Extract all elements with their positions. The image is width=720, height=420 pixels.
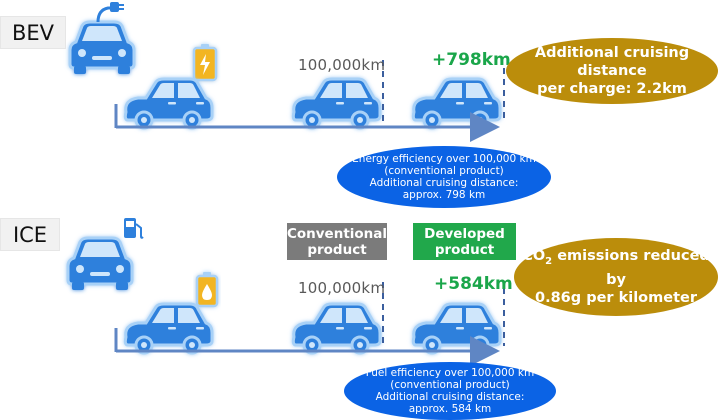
car-icon (123, 302, 214, 355)
bev-tag-label: BEV (11, 20, 55, 45)
bev-note-line3: Additional cruising distance: (369, 177, 519, 189)
bev-note-ellipse: Energy efficiency over 100,000 km (conve… (337, 146, 551, 208)
fuel-can-icon (195, 272, 219, 308)
car-icon (291, 302, 382, 355)
co2-prefix: CO (522, 248, 546, 265)
bev-note-line2: (conventional product) (384, 165, 504, 177)
conventional-product-box (287, 223, 387, 260)
ice-result-ellipse: CO2 emissions reduced by 0.86g per kilom… (514, 238, 718, 316)
ev-car-icon (68, 20, 136, 76)
conventional-product-label: Conventional product (287, 223, 387, 260)
ice-note-line3: Additional cruising distance: (375, 391, 525, 403)
co2-subscript: 2 (545, 255, 553, 267)
bev-tag: BEV (0, 16, 66, 49)
car-icon (411, 77, 502, 130)
ice-note-line2: (conventional product) (390, 379, 510, 391)
distance-arrow (114, 104, 500, 142)
bev-distance-label: 100,000km (298, 56, 386, 74)
ice-result-line2: 0.86g per kilometer (534, 289, 698, 306)
ice-gain-label: +584km (434, 274, 513, 294)
charging-plug-icon (96, 2, 124, 23)
bev-gain-label: +798km (432, 50, 511, 70)
bev-note-line1: Energy efficiency over 100,000 km (352, 153, 536, 165)
car-icon (411, 302, 502, 355)
gas-station-icon (124, 218, 144, 239)
co2-suffix: emissions reduced by (552, 248, 710, 288)
developed-product-label: Developed product (413, 223, 516, 260)
bev-result-line1: Additional cruising distance (534, 45, 690, 79)
battery-icon (192, 44, 218, 82)
ice-note-line4: approx. 584 km (408, 403, 492, 415)
developed-line2: product (434, 241, 495, 258)
developed-line1: Developed (424, 225, 505, 242)
car-icon (291, 77, 382, 130)
bev-result-line2: per charge: 2.2km (537, 81, 687, 97)
ice-distance-label: 100,000km (298, 279, 386, 297)
distance-arrow (114, 328, 500, 366)
bev-result-ellipse: Additional cruising distance per charge:… (506, 38, 718, 104)
developed-product-box (413, 223, 516, 260)
ice-tag-label: ICE (12, 222, 48, 247)
ice-note-line1: Fuel efficiency over 100,000 km (365, 367, 535, 379)
conventional-line1: Conventional (286, 225, 388, 242)
ice-tag: ICE (0, 218, 60, 251)
ice-result-line1: CO2 emissions reduced by (514, 247, 718, 289)
car-icon (66, 236, 134, 292)
bev-note-line4: approx. 798 km (402, 189, 486, 201)
car-icon (123, 77, 214, 130)
ice-note-ellipse: Fuel efficiency over 100,000 km (convent… (344, 362, 556, 420)
conventional-line2: product (307, 241, 367, 258)
